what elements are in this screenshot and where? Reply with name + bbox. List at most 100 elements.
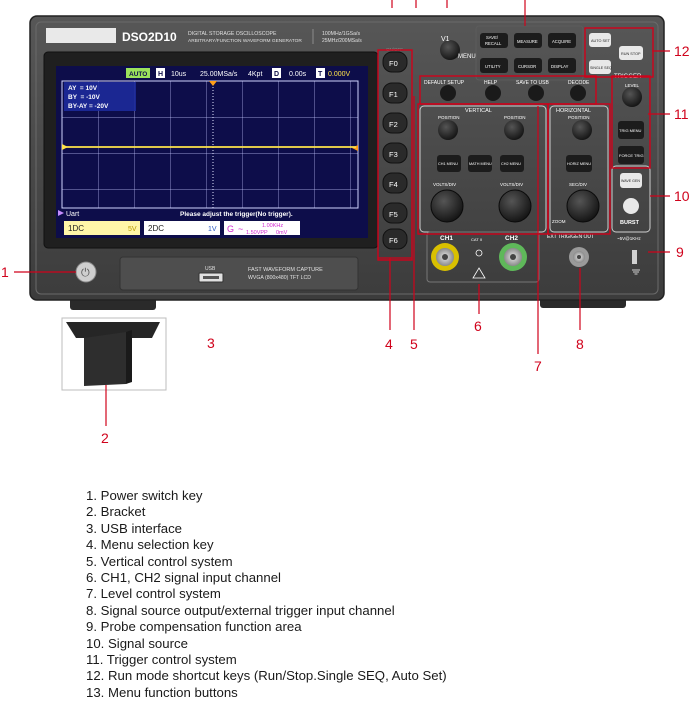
ch2-info-box (144, 221, 220, 235)
capture-line2: WVGA (800x480) TFT LCD (248, 275, 311, 281)
f2-key[interactable] (382, 112, 408, 134)
horiz-menu-button[interactable] (566, 155, 592, 172)
save-to-usb-label: SAVE TO USB (516, 80, 549, 86)
burst-button[interactable] (623, 198, 639, 214)
timebase: 10us (171, 71, 187, 78)
run-stop-button[interactable] (619, 46, 643, 60)
f3-key[interactable] (382, 142, 408, 164)
probe-comp-terminal[interactable] (632, 250, 637, 264)
help-label: HELP (484, 80, 498, 86)
legend-item-3: 3. USB interface (86, 520, 183, 536)
lower-panel (119, 256, 359, 291)
trigger-position-marker (209, 81, 217, 86)
math-menu-label: MATH MENU (469, 162, 492, 166)
sec-div-label: SEC/DIV (569, 182, 587, 187)
f1-key[interactable] (382, 82, 408, 104)
warning-icon (472, 267, 486, 279)
sec-div-knob[interactable] (566, 189, 600, 223)
subtitle-line2: ARBITRARY/FUNCTION WAVEFORM GENERATOR (188, 38, 302, 44)
wave-gen-button[interactable] (620, 173, 642, 188)
callout-2: 2 (101, 430, 109, 446)
force-trig-button[interactable] (618, 146, 644, 164)
display-button[interactable] (548, 58, 576, 73)
v1-knob[interactable] (440, 40, 460, 60)
d-tag-badge (272, 68, 281, 78)
probe-comp-label: ~5V@1KHz (617, 236, 641, 241)
trigger-highlight (611, 75, 651, 169)
measure-button[interactable] (514, 33, 542, 48)
f0-key[interactable] (382, 51, 408, 73)
math-menu-button[interactable] (468, 155, 492, 172)
auto-set-button[interactable] (589, 33, 611, 47)
ext-trig-pin (577, 255, 581, 259)
model-name: DSO2D10 (122, 30, 177, 44)
cursor-button[interactable] (514, 58, 542, 73)
input-channel-panel (426, 231, 540, 283)
delay: 0.00s (289, 71, 307, 78)
h-tag: H (158, 71, 163, 78)
save-recall-button[interactable] (480, 33, 508, 48)
acquire-button[interactable] (548, 33, 576, 48)
callout-11: 11 (674, 106, 689, 122)
usb-label: USB (205, 266, 216, 272)
ch2-input-label: CH2 (505, 235, 518, 242)
sample-rate: 25.00MSa/s (200, 71, 238, 78)
soft-keys-highlight (377, 49, 413, 261)
vertical-highlight (417, 103, 549, 235)
cat-label: CAT II (471, 237, 482, 242)
f6-key[interactable] (382, 228, 408, 250)
cursor-by: BY = -10V (68, 94, 101, 101)
horizontal-panel (549, 105, 609, 233)
legend-item-9: 9. Probe compensation function area (86, 619, 302, 635)
save-recall-label-2: RECALL (485, 41, 502, 46)
level-label: LEVEL (625, 83, 640, 88)
help-button[interactable] (485, 85, 501, 101)
callout-6: 6 (474, 318, 482, 334)
ch2-menu-button[interactable] (500, 155, 524, 172)
decode-button[interactable] (570, 85, 586, 101)
single-seq-button[interactable] (589, 60, 611, 74)
default-setup-button[interactable] (440, 85, 456, 101)
horiz-menu-label: HORIZ MENU (567, 162, 591, 166)
f4-key[interactable] (382, 172, 408, 194)
callout-9: 9 (676, 244, 684, 260)
cursor-label: CURSOR (518, 64, 536, 69)
ch1-volts-div-knob[interactable] (430, 189, 464, 223)
mode-badge (126, 68, 150, 78)
ch2-volts-div-knob[interactable] (498, 189, 532, 223)
status-message: Please adjust the trigger(No trigger). (180, 211, 293, 218)
cursor-readout-box (64, 82, 136, 111)
t-tag: T (318, 71, 323, 78)
decode-label: DECODE (568, 80, 590, 86)
callout-10: 10 (674, 188, 690, 204)
f6-key-label: F6 (389, 236, 398, 245)
oscilloscope-diagram: DSO2D10 DIGITAL STORAGE OSCILLOSCOPE ARB… (1, 0, 690, 446)
subtitle-line1: DIGITAL STORAGE OSCILLOSCOPE (188, 31, 277, 37)
ch2-menu-label: CH2 MENU (501, 162, 521, 166)
trigger-level-knob[interactable] (622, 87, 642, 107)
horizontal-title: HORIZONTAL (556, 108, 591, 114)
horizontal-position-knob[interactable] (572, 120, 592, 140)
bracket-body (84, 332, 126, 386)
menu-label: MENU (458, 54, 476, 60)
ch1-coupling: 1DC (68, 224, 84, 233)
burst-label: BURST (620, 220, 640, 226)
ch1-bnc-pin (442, 254, 448, 260)
callout-4-line (378, 257, 412, 330)
bracket-side (126, 330, 132, 384)
default-setup-label: DEFAULT SETUP (424, 80, 465, 86)
utility-button[interactable] (480, 58, 508, 73)
cursor-delta: BY-AY = -20V (68, 103, 109, 110)
run-keys-highlight (584, 27, 654, 78)
save-to-usb-button[interactable] (528, 85, 544, 101)
capture-line1: FAST WAVEFORM CAPTURE (248, 267, 323, 273)
vertical-title: VERTICAL (465, 108, 492, 114)
ch1-position-knob[interactable] (438, 120, 458, 140)
gen-freq: 1.00KHz (262, 223, 283, 229)
gen-tag: G (227, 224, 234, 234)
trig-menu-button[interactable] (618, 121, 644, 139)
ch1-menu-button[interactable] (437, 155, 461, 172)
f5-key[interactable] (382, 202, 408, 224)
brand-logo-plate (46, 28, 116, 43)
ch2-position-knob[interactable] (504, 120, 524, 140)
